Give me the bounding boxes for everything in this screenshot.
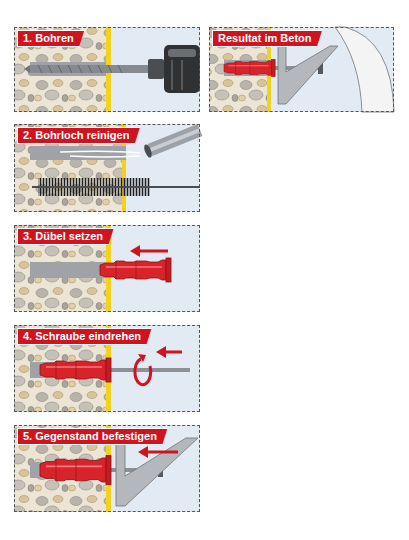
- step-heading: 4. Schraube eindrehen: [18, 329, 152, 344]
- result-picture: [209, 27, 394, 112]
- step-panel: 3. Dübel setzen: [14, 225, 200, 312]
- step-heading: 1. Bohren: [18, 31, 85, 46]
- step-heading: 5. Gegenstand befestigen: [18, 429, 168, 444]
- step-panel: 1. Bohren: [14, 27, 200, 112]
- step-panel: Resultat im Beton: [209, 27, 394, 112]
- drilling-picture: [14, 27, 200, 112]
- fasten-picture: [14, 425, 200, 512]
- step-heading: 3. Dübel setzen: [18, 229, 114, 244]
- screw-picture: [14, 325, 200, 412]
- step-heading: Resultat im Beton: [213, 31, 323, 46]
- step-panel: 4. Schraube eindrehen: [14, 325, 200, 412]
- step-heading: 2. Bohrloch reinigen: [18, 128, 140, 143]
- insert-picture: [14, 225, 200, 312]
- cleaning-picture: [14, 124, 200, 212]
- step-panel: 2. Bohrloch reinigen: [14, 124, 200, 212]
- step-panel: 5. Gegenstand befestigen: [14, 425, 200, 512]
